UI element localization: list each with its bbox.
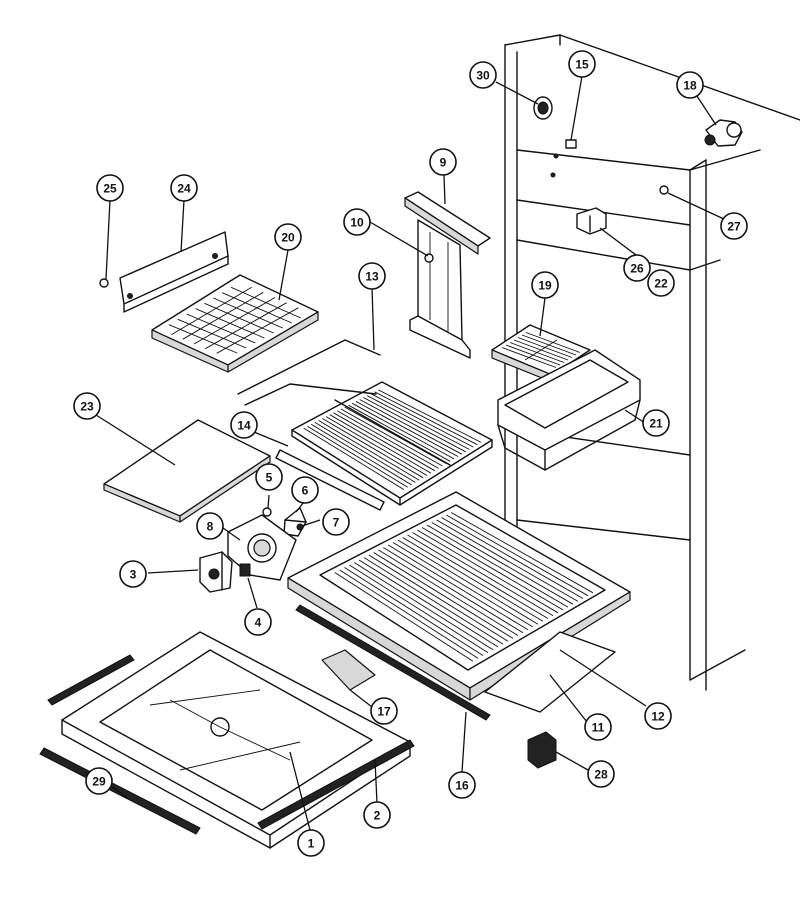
part-24-bracket [119,231,229,313]
part-7-screw [296,523,304,531]
svg-text:12: 12 [651,710,665,724]
part-20-freezer-shelf [151,274,319,373]
svg-text:23: 23 [80,400,94,414]
part-28-clip [527,731,557,769]
callout-19: 19 [531,271,559,299]
part-4-clip [239,563,251,577]
callout-21: 21 [642,409,670,437]
svg-text:26: 26 [630,262,644,276]
svg-text:4: 4 [255,616,262,630]
callout-7: 7 [322,508,350,536]
callout-1: 1 [297,829,325,857]
part-5-screw [262,507,272,517]
callout-3: 3 [119,560,147,588]
svg-text:20: 20 [281,231,295,245]
callout-22: 22 [647,269,675,297]
svg-text:1: 1 [308,837,315,851]
callout-labels: 30 15 18 9 27 25 24 20 10 13 26 22 19 23… [73,50,748,857]
svg-text:27: 27 [727,220,741,234]
part-15-light-socket [550,139,577,178]
callout-18: 18 [676,71,704,99]
svg-text:28: 28 [594,768,608,782]
part-26-22-bracket [576,207,607,235]
svg-text:7: 7 [333,516,340,530]
callout-27: 27 [720,212,748,240]
svg-text:16: 16 [455,779,469,793]
callout-17: 17 [370,697,398,725]
callout-15: 15 [568,50,596,78]
callout-5: 5 [255,463,283,491]
svg-text:8: 8 [207,520,214,534]
svg-text:21: 21 [649,417,663,431]
part-29-rail [39,747,201,835]
callout-6: 6 [291,476,319,504]
callout-24: 24 [170,174,198,202]
callout-4: 4 [244,608,272,636]
part-13-wire-shelf [237,339,493,506]
callout-28: 28 [587,760,615,788]
svg-text:18: 18 [683,79,697,93]
svg-text:17: 17 [377,705,391,719]
svg-text:5: 5 [266,471,273,485]
svg-text:19: 19 [538,279,552,293]
svg-text:15: 15 [575,58,589,72]
part-18-valve [704,119,743,147]
svg-text:24: 24 [177,182,191,196]
callout-8: 8 [196,512,224,540]
svg-text:2: 2 [374,809,381,823]
part-21-ice-bin [497,349,641,471]
part-27-screw [659,185,669,195]
part-25-screw [99,278,109,288]
part-17-cover [321,649,376,691]
callout-26: 26 [623,254,651,282]
callout-11: 11 [584,713,612,741]
part-30-control-knob [533,96,553,120]
svg-text:10: 10 [350,216,364,230]
part-19-ice-tray [491,324,591,383]
callout-20: 20 [274,223,302,251]
callout-13: 13 [358,262,386,290]
svg-text:29: 29 [92,775,106,789]
callout-25: 25 [96,174,124,202]
callout-10: 10 [343,208,371,236]
callout-30: 30 [469,61,497,89]
callout-12: 12 [644,702,672,730]
callout-14: 14 [230,411,258,439]
svg-text:3: 3 [130,568,137,582]
part-9-air-duct [404,191,491,359]
part-11-plate [484,631,616,713]
part-3-fan-motor [199,551,233,593]
svg-text:6: 6 [302,484,309,498]
svg-text:9: 9 [440,156,447,170]
part-16-rail [295,604,491,721]
callout-29: 29 [85,767,113,795]
part-14-rail [275,449,385,511]
callout-9: 9 [429,148,457,176]
svg-text:13: 13 [365,270,379,284]
callout-23: 23 [73,392,101,420]
svg-text:25: 25 [103,182,117,196]
leader-lines [95,75,727,831]
part-6-fan-blade [283,507,307,537]
callout-16: 16 [448,771,476,799]
svg-text:11: 11 [592,721,605,735]
callout-2: 2 [363,801,391,829]
svg-text:30: 30 [476,69,490,83]
svg-text:14: 14 [237,419,251,433]
part-23-panel [103,419,271,523]
cabinet-outline [504,34,800,691]
svg-text:22: 22 [654,277,668,291]
